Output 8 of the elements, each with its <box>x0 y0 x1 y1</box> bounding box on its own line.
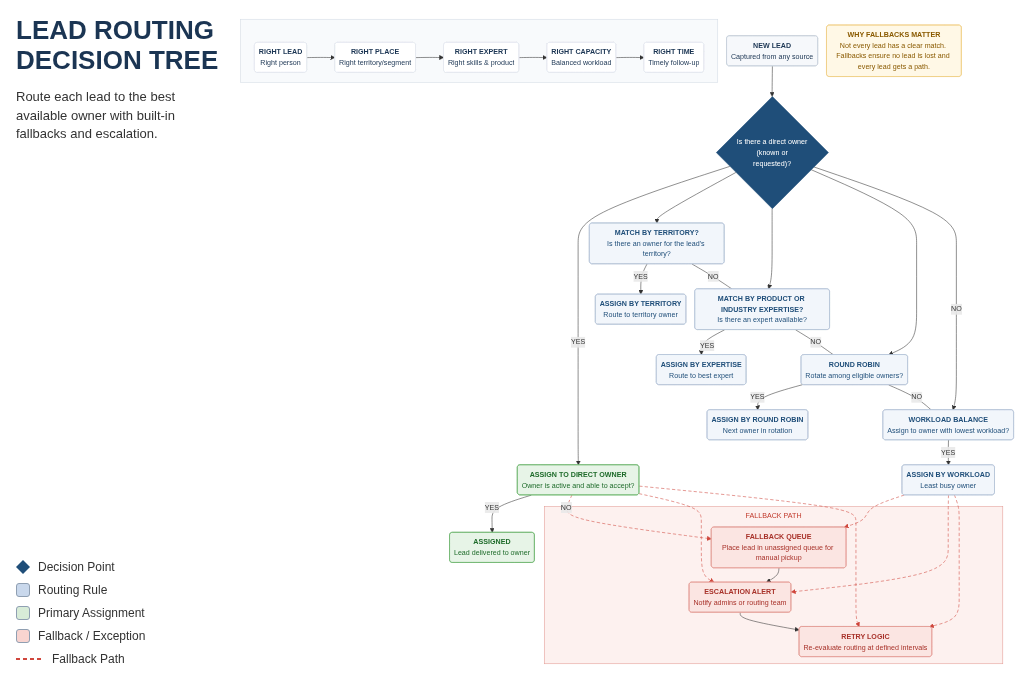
legend-label: Decision Point <box>38 560 115 574</box>
description-text: Route each lead to the best available owner with built-in fallbacks and escalation. <box>16 87 176 144</box>
diagram-title: LEAD ROUTING DECISION TREE <box>16 16 220 76</box>
legend-label: Primary Assignment <box>38 606 145 620</box>
legend-label: Fallback / Exception <box>38 629 146 643</box>
cluster <box>240 18 719 83</box>
legend-label: Fallback Path <box>52 652 125 666</box>
legend-label: Routing Rule <box>38 583 108 597</box>
